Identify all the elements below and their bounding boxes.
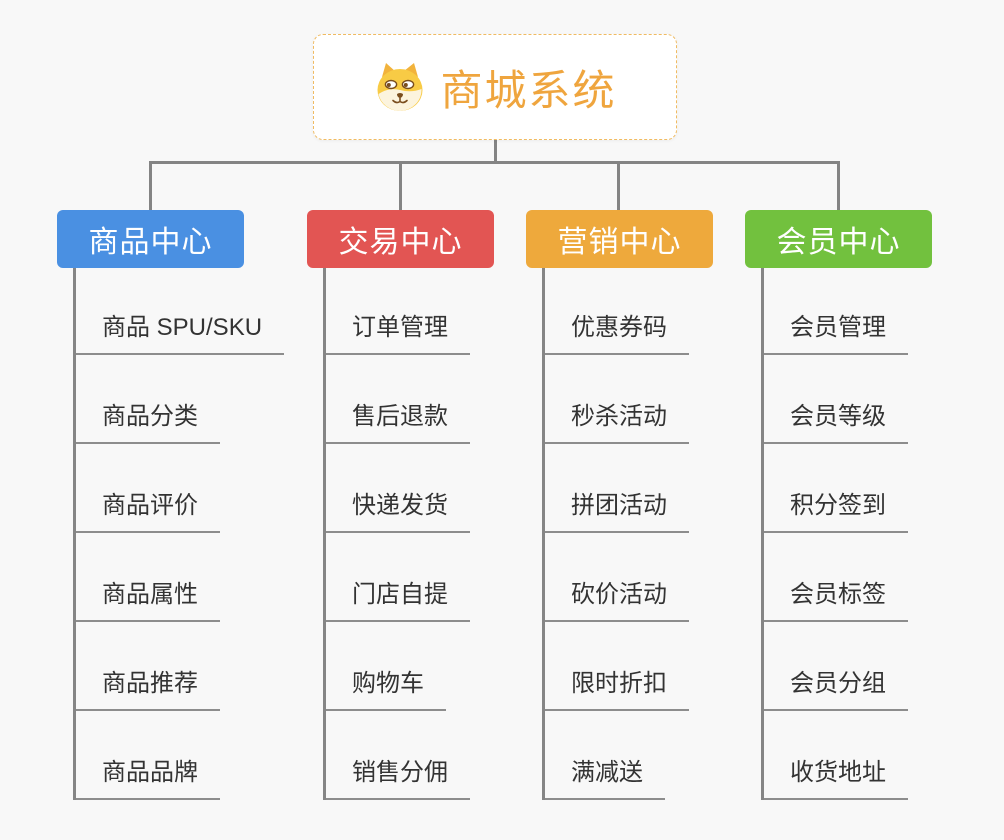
leaf-node[interactable]: 优惠券码 — [545, 312, 689, 355]
connector-drop-product — [149, 161, 152, 211]
leaf-node[interactable]: 砍价活动 — [545, 579, 689, 622]
leaf-node[interactable]: 限时折扣 — [545, 668, 689, 711]
leaf-node[interactable]: 商品评价 — [76, 490, 220, 533]
leaf-node[interactable]: 满减送 — [545, 757, 665, 800]
leaf-node[interactable]: 商品推荐 — [76, 668, 220, 711]
leaf-node[interactable]: 会员标签 — [764, 579, 908, 622]
branch-children-trade: 订单管理 售后退款 快递发货 门店自提 购物车 销售分佣 — [323, 268, 470, 800]
branch-node-product[interactable]: 商品中心 — [57, 210, 244, 268]
branch-children-marketing: 优惠券码 秒杀活动 拼团活动 砍价活动 限时折扣 满减送 — [542, 268, 689, 800]
leaf-node[interactable]: 购物车 — [326, 668, 446, 711]
branch-node-marketing[interactable]: 营销中心 — [526, 210, 713, 268]
dog-icon — [377, 63, 423, 111]
leaf-node[interactable]: 商品品牌 — [76, 757, 220, 800]
leaf-node[interactable]: 门店自提 — [326, 579, 470, 622]
root-node[interactable]: 商城系统 — [313, 34, 677, 140]
leaf-node[interactable]: 快递发货 — [326, 490, 470, 533]
leaf-node[interactable]: 销售分佣 — [326, 757, 470, 800]
leaf-node[interactable]: 拼团活动 — [545, 490, 689, 533]
leaf-node[interactable]: 售后退款 — [326, 401, 470, 444]
leaf-node[interactable]: 会员分组 — [764, 668, 908, 711]
leaf-node[interactable]: 商品分类 — [76, 401, 220, 444]
connector-drop-member — [837, 161, 840, 211]
branch-node-member[interactable]: 会员中心 — [745, 210, 932, 268]
leaf-node[interactable]: 商品 SPU/SKU — [76, 312, 285, 355]
leaf-node[interactable]: 积分签到 — [764, 490, 908, 533]
connector-drop-marketing — [617, 161, 620, 211]
connector-bus — [149, 161, 840, 164]
root-title: 商城系统 — [440, 66, 617, 114]
leaf-node[interactable]: 订单管理 — [326, 312, 470, 355]
branch-node-trade[interactable]: 交易中心 — [307, 210, 494, 268]
leaf-node[interactable]: 秒杀活动 — [545, 401, 689, 444]
branch-children-member: 会员管理 会员等级 积分签到 会员标签 会员分组 收货地址 — [761, 268, 908, 800]
leaf-node[interactable]: 会员等级 — [764, 401, 908, 444]
leaf-node[interactable]: 商品属性 — [76, 579, 220, 622]
connector-drop-trade — [399, 161, 402, 211]
connector-root-stem — [494, 140, 497, 164]
leaf-node[interactable]: 收货地址 — [764, 757, 908, 800]
branch-children-product: 商品 SPU/SKU 商品分类 商品评价 商品属性 商品推荐 商品品牌 — [73, 268, 285, 800]
leaf-node[interactable]: 会员管理 — [764, 312, 908, 355]
